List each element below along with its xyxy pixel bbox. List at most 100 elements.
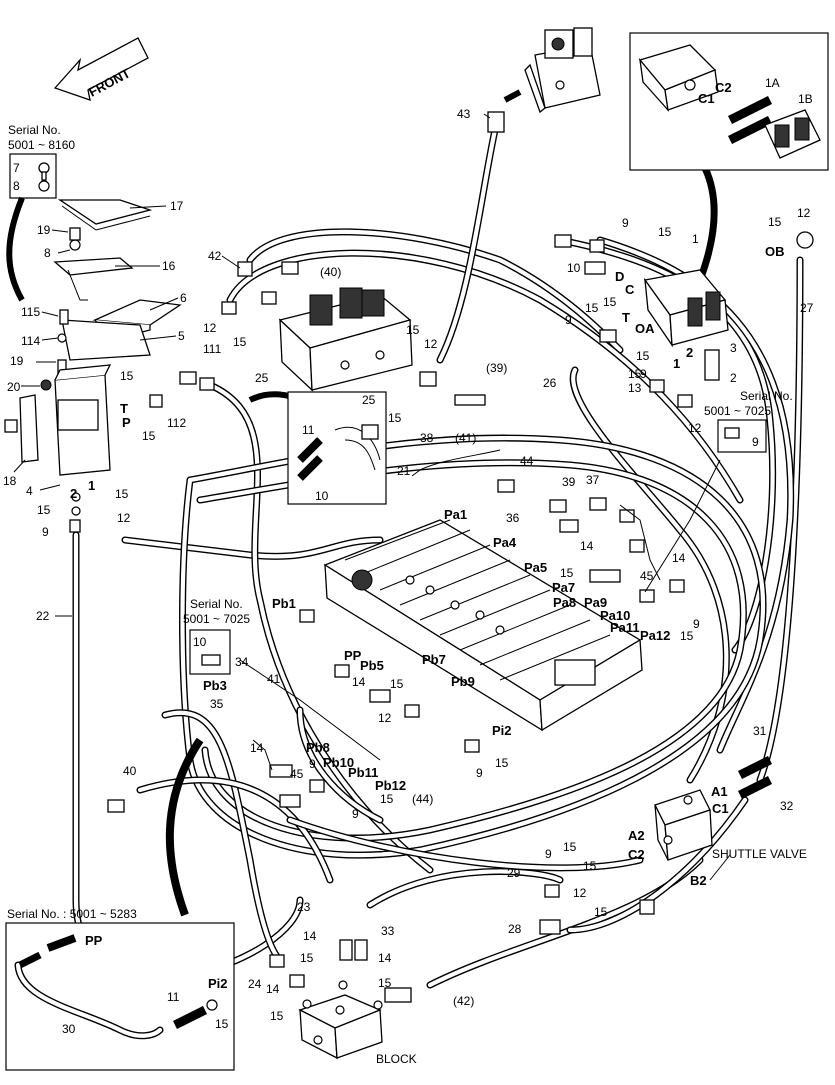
part-label: 12 xyxy=(117,511,131,525)
part-label: 39 xyxy=(562,475,576,489)
part-label: (44) xyxy=(412,792,433,806)
part-label: 9 xyxy=(309,757,316,771)
top-valve xyxy=(487,27,601,133)
part-label: Pi2 xyxy=(492,723,512,738)
part-label: Pb11 xyxy=(348,765,378,780)
front-arrow: FRONT xyxy=(53,37,149,101)
part-label: 14 xyxy=(672,551,686,565)
part-label: 15 xyxy=(603,295,617,309)
part-label: 6 xyxy=(180,291,187,305)
part-label: 12 xyxy=(203,321,217,335)
part-label: 12 xyxy=(378,711,392,725)
part-label: 15 xyxy=(378,976,392,990)
part-label: 15 xyxy=(270,1009,284,1023)
part-label: Pb7 xyxy=(422,652,446,667)
part-label: 2 xyxy=(70,486,77,501)
part-label: Pb1 xyxy=(272,596,296,611)
part-label: P xyxy=(122,415,131,430)
part-label: A2 xyxy=(628,828,645,843)
part-label: PP xyxy=(344,648,362,663)
part-label: 12 xyxy=(688,421,702,435)
part-label: 24 xyxy=(248,977,262,991)
part-label: 19 xyxy=(10,354,24,368)
serial-note-title: Serial No. xyxy=(8,123,61,137)
part-label: Pa7 xyxy=(552,580,575,595)
part-label: Pi2 xyxy=(208,976,228,991)
part-label: 14 xyxy=(378,951,392,965)
part-label: 15 xyxy=(628,367,642,381)
part-label: (39) xyxy=(486,361,507,375)
part-label: 19 xyxy=(37,223,51,237)
part-label: Pb9 xyxy=(451,674,475,689)
shuttle-block-right xyxy=(554,231,814,381)
part-label: 2 xyxy=(730,371,737,385)
part-label: Pa9 xyxy=(584,595,607,610)
part-label: Pa8 xyxy=(553,595,576,610)
part-label: C1 xyxy=(698,91,715,106)
shuttle-valve-lower: SHUTTLE VALVE xyxy=(639,755,807,915)
part-label: 45 xyxy=(290,767,304,781)
part-label: 2 xyxy=(686,345,693,360)
part-label: 15 xyxy=(495,756,509,770)
serial-note-title: Serial No. xyxy=(740,389,793,403)
part-label: 26 xyxy=(543,376,557,390)
part-label: 15 xyxy=(585,301,599,315)
part-label: OA xyxy=(635,321,655,336)
part-label: 15 xyxy=(142,429,156,443)
part-label: 8 xyxy=(44,246,51,260)
part-label: D xyxy=(615,269,624,284)
part-label: 15 xyxy=(380,792,394,806)
part-label: 28 xyxy=(508,922,522,936)
part-label: 7 xyxy=(13,161,20,175)
part-label: 27 xyxy=(800,301,814,315)
part-label: 3 xyxy=(730,341,737,355)
main-control-valve xyxy=(323,519,643,732)
part-label: 15 xyxy=(215,1017,229,1031)
part-label: 1A xyxy=(765,76,780,90)
part-label: OB xyxy=(765,244,785,259)
part-label: 14 xyxy=(580,539,594,553)
fittings xyxy=(107,261,693,988)
serial-note-range: 5001 ~ 7025 xyxy=(704,404,771,418)
part-label: 42 xyxy=(208,249,222,263)
part-label: 16 xyxy=(162,259,176,273)
part-label: T xyxy=(622,310,630,325)
part-label: (42) xyxy=(453,994,474,1008)
part-label: 30 xyxy=(62,1022,76,1036)
inset-top-right xyxy=(629,32,829,171)
part-label: 111 xyxy=(203,342,222,356)
part-label: 9 xyxy=(565,313,572,327)
part-label: 11 xyxy=(302,423,315,437)
part-label: 15 xyxy=(768,215,782,229)
part-label: 35 xyxy=(210,697,224,711)
part-label: 9 xyxy=(752,435,759,449)
part-label: 8 xyxy=(13,179,20,193)
part-label: (41) xyxy=(455,431,476,445)
part-label: 9 xyxy=(545,847,552,861)
part-label: 15 xyxy=(120,369,134,383)
part-label: (40) xyxy=(320,265,341,279)
part-label: 10 xyxy=(315,489,329,503)
part-label: 40 xyxy=(123,764,137,778)
part-label: 15 xyxy=(388,411,402,425)
part-label: 1 xyxy=(692,232,699,246)
part-label: 9 xyxy=(693,617,700,631)
part-label: 1B xyxy=(798,92,813,106)
part-label: Pa5 xyxy=(524,560,547,575)
part-label: C2 xyxy=(715,80,732,95)
part-label: 38 xyxy=(420,431,434,445)
part-label: 9 xyxy=(352,807,359,821)
part-label: Pb3 xyxy=(203,678,227,693)
part-label: 12 xyxy=(797,206,811,220)
part-label: PP xyxy=(85,933,103,948)
part-label: 15 xyxy=(115,487,129,501)
part-label: 15 xyxy=(406,323,420,337)
part-label: 21 xyxy=(397,464,411,478)
shuttle-valve-label: SHUTTLE VALVE xyxy=(712,847,807,861)
part-label: Pb5 xyxy=(360,658,384,673)
serial-note-range: 5001 ~ 8160 xyxy=(8,138,75,152)
part-label: 9 xyxy=(640,367,647,381)
part-label: 13 xyxy=(628,381,642,395)
part-label: Pb8 xyxy=(306,740,330,755)
